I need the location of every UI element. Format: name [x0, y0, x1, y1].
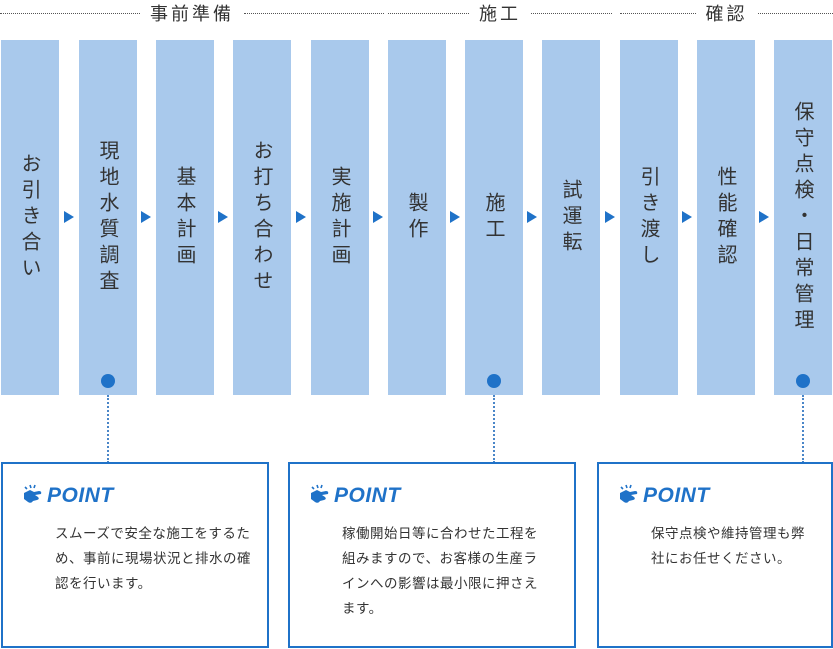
point-marker-dot [796, 374, 810, 388]
point-marker-dot [101, 374, 115, 388]
dotted-divider [620, 12, 696, 14]
step-column-trial-run: 試運転 [542, 40, 600, 395]
step-column-handover: 引き渡し [620, 40, 678, 395]
step-column-detailed-plan: 実施計画 [311, 40, 369, 395]
arrow-right-icon [296, 211, 306, 223]
phase-header-confirmation: 確認 [620, 0, 833, 26]
point-title: POINT [334, 484, 401, 507]
step-column-performance-check: 性能確認 [697, 40, 755, 395]
arrow-right-icon [450, 211, 460, 223]
point-description: 稼働開始日等に合わせた工程を組みますので、お客様の生産ラインへの影響は最小限に押… [342, 526, 538, 617]
arrow-right-icon [605, 211, 615, 223]
point-heading: POINT [617, 484, 710, 508]
step-label: 施工 [482, 191, 506, 244]
pointing-hand-icon [620, 484, 638, 503]
arrow-right-icon [682, 211, 692, 223]
step-column-site-survey: 現地水質調査 [79, 40, 137, 395]
arrow-right-icon [218, 211, 228, 223]
arrow-right-icon [141, 211, 151, 223]
step-label: 試運転 [559, 178, 583, 257]
arrow-right-icon [373, 211, 383, 223]
point-description: 保守点検や維持管理も弊社にお任せください。 [651, 526, 805, 567]
step-label: お引き合い [18, 152, 42, 283]
step-column-inquiry: お引き合い [1, 40, 59, 395]
step-label: 製作 [405, 191, 429, 244]
connector-line [802, 395, 804, 463]
arrow-right-icon [759, 211, 769, 223]
step-label: 基本計画 [173, 165, 197, 270]
step-label: 現地水質調査 [96, 139, 120, 296]
step-label: 性能確認 [714, 165, 738, 270]
step-label: 保守点検・日常管理 [791, 100, 815, 335]
dotted-divider [531, 12, 612, 14]
phase-header-construction: 施工 [388, 0, 612, 26]
point-title: POINT [643, 484, 710, 507]
pointing-hand-icon [311, 484, 329, 503]
phase-label: 施工 [479, 4, 521, 25]
connector-line [493, 395, 495, 463]
phase-header-preparation: 事前準備 [0, 0, 384, 26]
point-description: スムーズで安全な施工をするため、事前に現場状況と排水の確認を行います。 [55, 526, 251, 592]
point-heading: POINT [21, 484, 114, 508]
step-column-meeting: お打ち合わせ [233, 40, 291, 395]
dotted-divider [388, 12, 469, 14]
step-label: 引き渡し [637, 165, 661, 270]
point-marker-dot [487, 374, 501, 388]
point-box-site-survey: POINT スムーズで安全な施工をするため、事前に現場状況と排水の確認を行います… [1, 462, 269, 648]
step-column-manufacturing: 製作 [388, 40, 446, 395]
step-label: 実施計画 [328, 165, 352, 270]
step-label: お打ち合わせ [250, 139, 274, 296]
step-column-maintenance: 保守点検・日常管理 [774, 40, 832, 395]
dotted-divider [244, 12, 384, 14]
point-heading: POINT [308, 484, 401, 508]
arrow-right-icon [527, 211, 537, 223]
dotted-divider [0, 12, 140, 14]
step-column-basic-plan: 基本計画 [156, 40, 214, 395]
connector-line [107, 395, 109, 463]
step-column-construction: 施工 [465, 40, 523, 395]
point-title: POINT [47, 484, 114, 507]
phase-label: 事前準備 [150, 4, 234, 25]
pointing-hand-icon [24, 484, 42, 503]
dotted-divider [757, 12, 833, 14]
point-box-maintenance: POINT 保守点検や維持管理も弊社にお任せください。 [597, 462, 833, 648]
point-box-construction: POINT 稼働開始日等に合わせた工程を組みますので、お客様の生産ラインへの影響… [288, 462, 576, 648]
arrow-right-icon [64, 211, 74, 223]
phase-label: 確認 [705, 4, 748, 25]
